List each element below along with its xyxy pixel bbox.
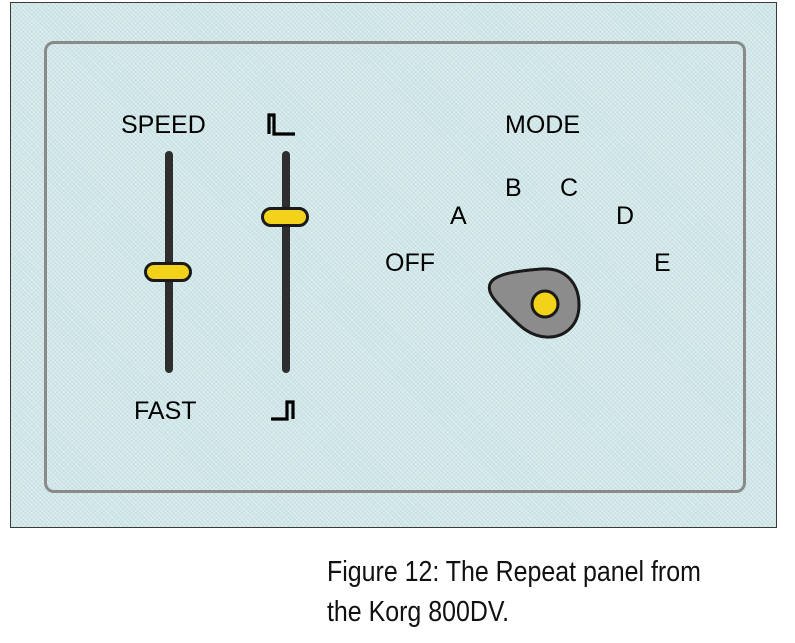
gate-slider-track[interactable] [282, 151, 290, 373]
fast-label: FAST [134, 397, 197, 425]
short-gate-icon [271, 400, 295, 421]
repeat-panel-frame [44, 41, 746, 493]
mode-position-d: D [616, 202, 635, 230]
speed-slider-knob[interactable] [144, 262, 192, 282]
mode-position-a: A [450, 202, 467, 230]
gate-slider-knob[interactable] [261, 207, 309, 227]
figure-image: SPEED FAST MODE OFF A B C D E [10, 2, 777, 528]
mode-label: MODE [505, 111, 580, 139]
long-gate-icon [267, 113, 295, 136]
caption-line-1: Figure 12: The Repeat panel from [327, 556, 701, 588]
mode-position-off: OFF [385, 249, 435, 277]
caption-line-2: the Korg 800DV. [327, 596, 510, 628]
mode-position-e: E [654, 249, 671, 277]
figure-caption: Figure 12: The Repeat panel from the Kor… [327, 552, 723, 632]
mode-position-c: C [560, 174, 579, 202]
rotary-knob-icon[interactable] [486, 266, 586, 342]
speed-label: SPEED [121, 111, 206, 139]
mode-position-b: B [505, 174, 522, 202]
